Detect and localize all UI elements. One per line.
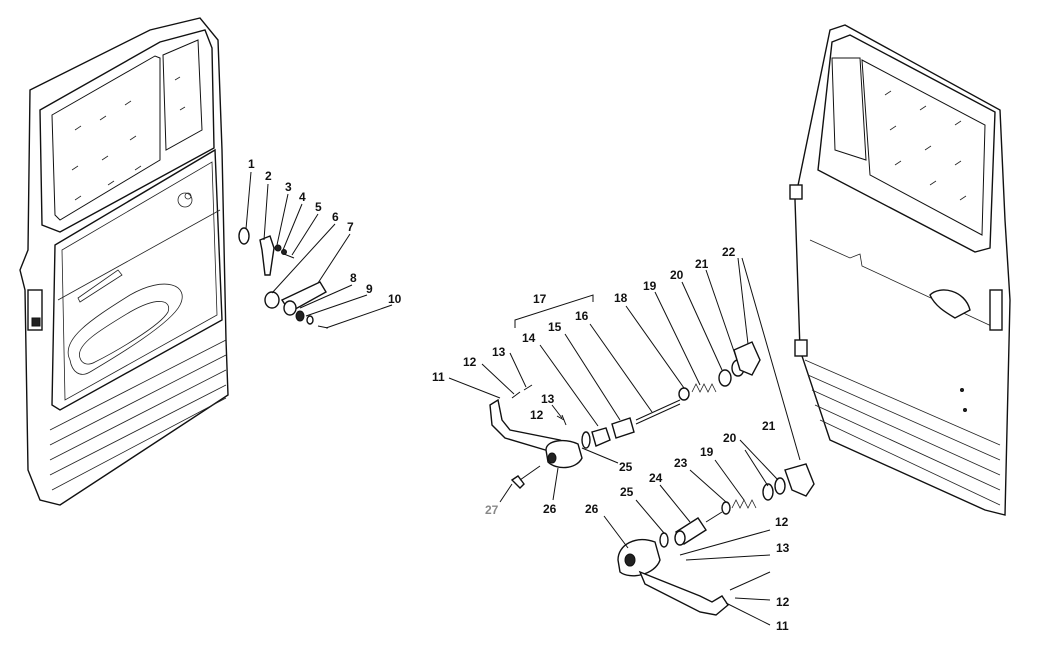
callout-20-lower: 20 <box>723 431 737 445</box>
callout-4: 4 <box>299 190 306 204</box>
callout-27: 27 <box>485 503 499 517</box>
callout-8: 8 <box>350 271 357 285</box>
callout-16: 16 <box>575 309 589 323</box>
callout-12-upper: 12 <box>463 355 477 369</box>
callout-23: 23 <box>674 456 688 470</box>
callout-25-upper: 25 <box>619 460 633 474</box>
callout-11-bottom: 11 <box>776 619 789 633</box>
window-crank-parts <box>238 171 393 329</box>
callout-12-lower: 12 <box>775 515 789 529</box>
part-2-handle <box>259 235 275 276</box>
callout-9: 9 <box>366 282 373 296</box>
callout-5: 5 <box>315 200 322 214</box>
right-door-vent-glass <box>831 57 867 161</box>
part-6-knob <box>264 291 280 309</box>
callout-21-upper: 21 <box>695 257 709 271</box>
callout-25-lower: 25 <box>620 485 634 499</box>
part-1-washer <box>238 227 250 245</box>
callout-3: 3 <box>285 180 292 194</box>
callout-12-mid: 12 <box>530 408 544 422</box>
right-door-outer-handle <box>929 289 971 319</box>
left-door <box>19 17 229 506</box>
callout-20-upper: 20 <box>670 268 684 282</box>
callout-labels: 1 2 3 4 5 6 7 8 9 10 11 12 13 13 12 14 1… <box>248 157 790 633</box>
callout-14: 14 <box>522 331 536 345</box>
callout-12-bottom: 12 <box>776 595 790 609</box>
callout-7: 7 <box>347 220 354 234</box>
callout-17: 17 <box>533 292 547 306</box>
callout-18: 18 <box>614 291 628 305</box>
lower-outer-handle <box>638 570 729 616</box>
callout-1: 1 <box>248 157 255 171</box>
callout-13-lower: 13 <box>776 541 790 555</box>
callout-21-lower: 21 <box>762 419 776 433</box>
callout-22: 22 <box>722 245 736 259</box>
lower-handle-plate <box>617 539 661 577</box>
callout-15: 15 <box>548 320 562 334</box>
callout-13-upper: 13 <box>492 345 506 359</box>
right-door <box>789 24 1011 516</box>
callout-11-upper: 11 <box>432 370 445 384</box>
callout-19-upper: 19 <box>643 279 657 293</box>
left-door-vent-glass <box>162 39 203 151</box>
lower-handle-assembly <box>603 439 815 626</box>
callout-26-upper: 26 <box>543 502 557 516</box>
callout-24: 24 <box>649 471 663 485</box>
callout-2: 2 <box>265 169 272 183</box>
right-door-glass <box>861 59 986 236</box>
callout-13-mid: 13 <box>541 392 555 406</box>
upper-handle-assembly <box>448 257 801 503</box>
left-door-glass <box>51 55 161 221</box>
callout-6: 6 <box>332 210 339 224</box>
callout-10: 10 <box>388 292 402 306</box>
callout-26-lower: 26 <box>585 502 599 516</box>
callout-19-lower: 19 <box>700 445 714 459</box>
